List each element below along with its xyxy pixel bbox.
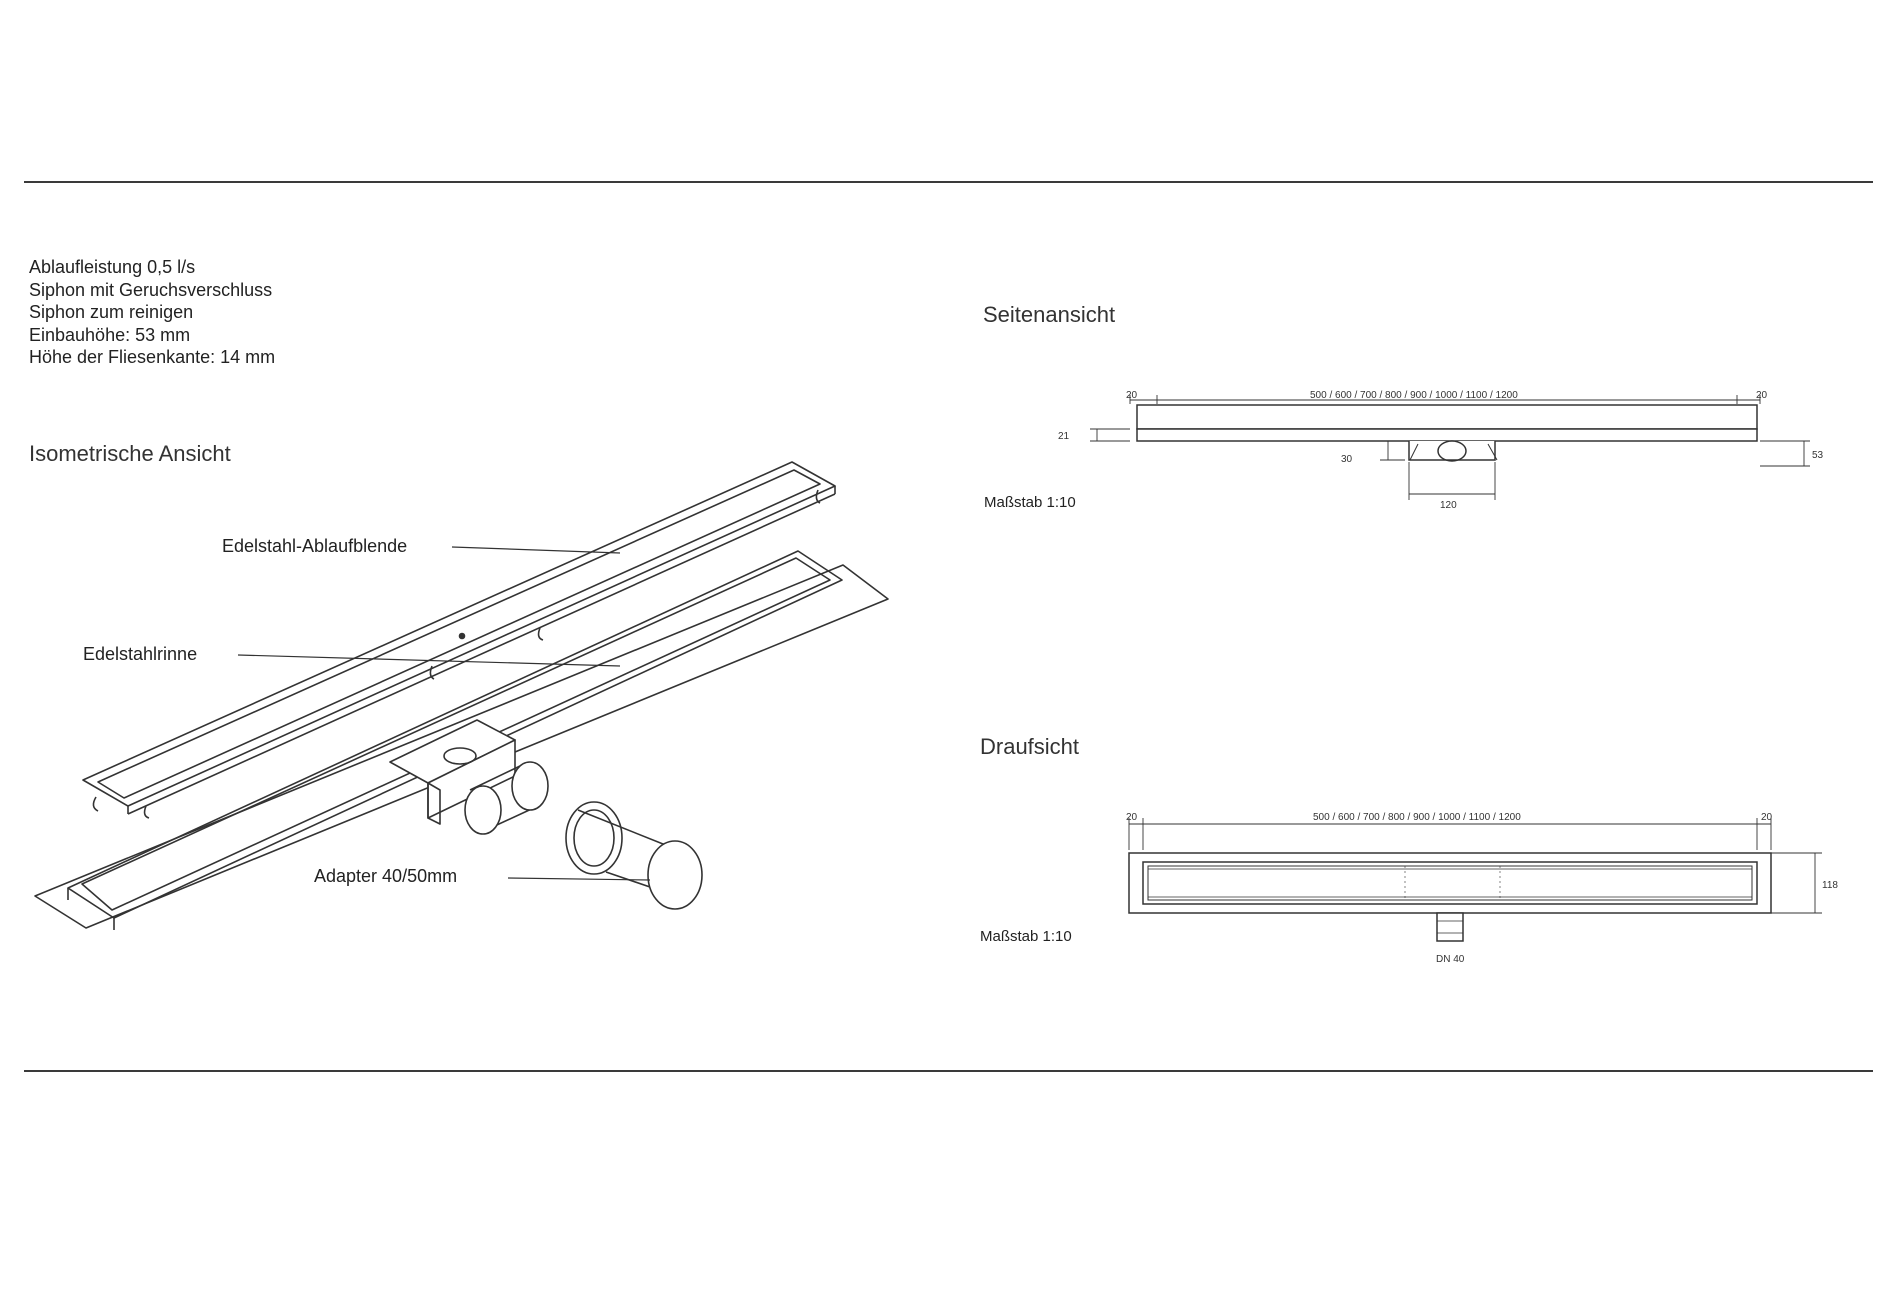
bottom-divider — [24, 1070, 1873, 1072]
callout-channel-label: Edelstahlrinne — [83, 644, 198, 664]
leader-channel — [237, 654, 621, 667]
side-dim-outlet-height: 30 — [1341, 454, 1353, 465]
side-dim-total-height: 53 — [1812, 450, 1824, 461]
isometric-view-title: Isometrische Ansicht — [29, 441, 231, 466]
spec-siphon-cleaning: Siphon zum reinigen — [29, 302, 194, 322]
top-dim-right-margin: 20 — [1761, 812, 1773, 823]
iso-grate — [82, 461, 836, 819]
isometric-drawing — [34, 461, 889, 930]
callout-grate-label: Edelstahl-Ablaufblende — [222, 536, 408, 556]
top-dim-width: 118 — [1822, 880, 1838, 891]
iso-adapter — [565, 801, 703, 910]
leader-adapter — [507, 877, 651, 881]
side-dim-left-margin: 20 — [1126, 390, 1138, 401]
side-view-scale: Maßstab 1:10 — [984, 494, 1076, 511]
top-dim-left-margin: 20 — [1126, 812, 1138, 823]
top-view-title: Draufsicht — [980, 734, 1080, 759]
side-dim-right-margin: 20 — [1756, 390, 1768, 401]
iso-channel — [34, 550, 889, 930]
spec-tile-edge-height: Höhe der Fliesenkante: 14 mm — [29, 347, 276, 367]
top-divider — [24, 181, 1873, 183]
top-dim-length-options: 500 / 600 / 700 / 800 / 900 / 1000 / 110… — [1313, 812, 1521, 823]
side-dim-outlet-width: 120 — [1440, 500, 1457, 511]
top-view-drawing: 20 500 / 600 / 700 / 800 / 900 / 1000 / … — [1126, 812, 1838, 965]
side-view-drawing: 20 500 / 600 / 700 / 800 / 900 / 1000 / … — [1058, 390, 1824, 511]
spec-installation-height: Einbauhöhe: 53 mm — [29, 324, 191, 345]
spec-siphon-odor-trap: Siphon mit Geruchsverschluss — [29, 279, 273, 300]
spec-list: Ablaufleistung 0,5 l/s Siphon mit Geruch… — [29, 256, 275, 369]
top-view-scale: Maßstab 1:10 — [980, 928, 1072, 945]
top-dim-outlet: DN 40 — [1436, 954, 1465, 965]
spec-flow-rate: Ablaufleistung 0,5 l/s — [29, 257, 196, 277]
side-dim-plate-thickness: 21 — [1058, 431, 1070, 442]
side-view-title: Seitenansicht — [983, 302, 1116, 327]
callout-adapter-label: Adapter 40/50mm — [314, 866, 458, 886]
side-dim-length-options: 500 / 600 / 700 / 800 / 900 / 1000 / 110… — [1310, 390, 1518, 401]
leader-grate — [451, 546, 621, 554]
